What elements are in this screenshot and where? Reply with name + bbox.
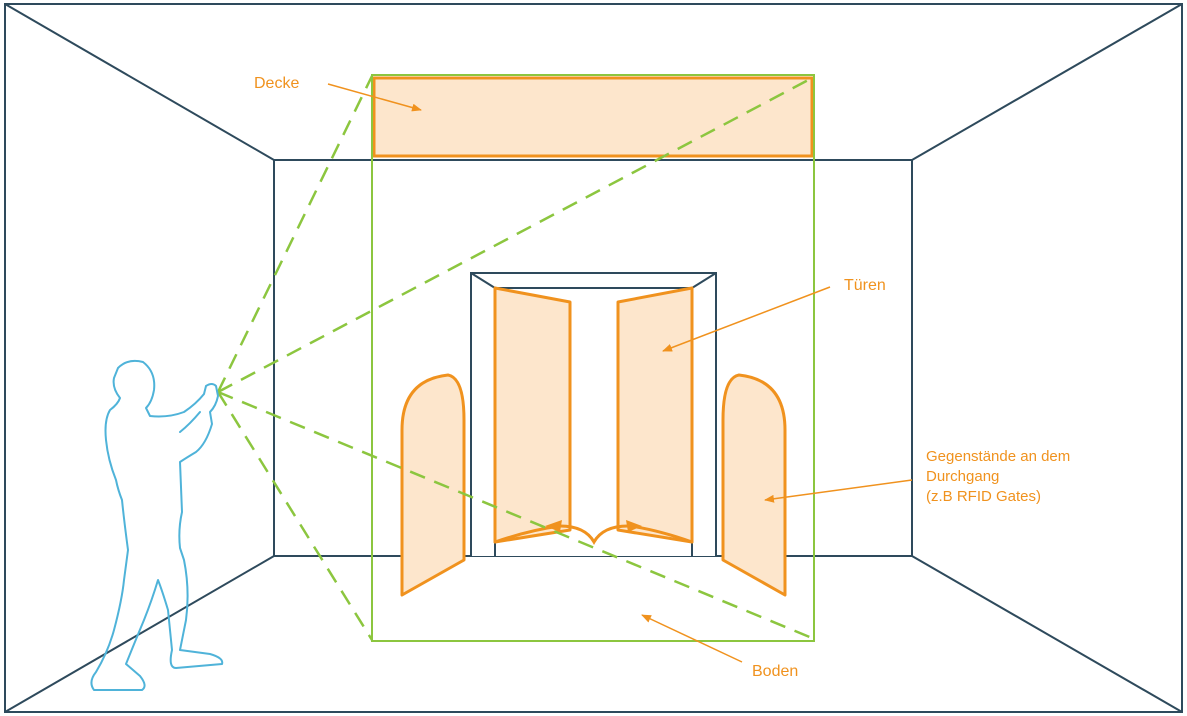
camera-field-of-view-icon [216, 75, 813, 641]
person-holding-device-icon [90, 359, 224, 691]
label-objects-line3: (z.B RFID Gates) [926, 488, 1042, 505]
arrow-ceiling [327, 83, 422, 112]
room-edge-top-right [911, 3, 1183, 161]
label-objects-line1: Gegenstände an dem [926, 448, 1071, 465]
ceiling-highlight [372, 76, 814, 158]
room-edge-top-left [4, 3, 275, 161]
label-floor: Boden [752, 663, 799, 680]
label-objects-line2: Durchgang [926, 468, 1000, 485]
door-left [493, 286, 572, 544]
label-doors: Türen [844, 277, 886, 294]
scan-area-frame [371, 74, 815, 642]
label-ceiling: Decke [254, 75, 300, 92]
arrow-objects [764, 479, 913, 503]
arrow-doors [662, 286, 831, 352]
door-swing-arrows [493, 520, 694, 546]
gate-left [400, 373, 466, 597]
door-right [616, 286, 694, 544]
room-edge-bottom-right [911, 555, 1183, 713]
room-edge-bottom-left [4, 555, 275, 713]
arrow-floor [641, 614, 743, 663]
gate-right [721, 373, 787, 597]
annotation-arrows [327, 83, 913, 663]
room-outer-frame [4, 3, 1183, 713]
